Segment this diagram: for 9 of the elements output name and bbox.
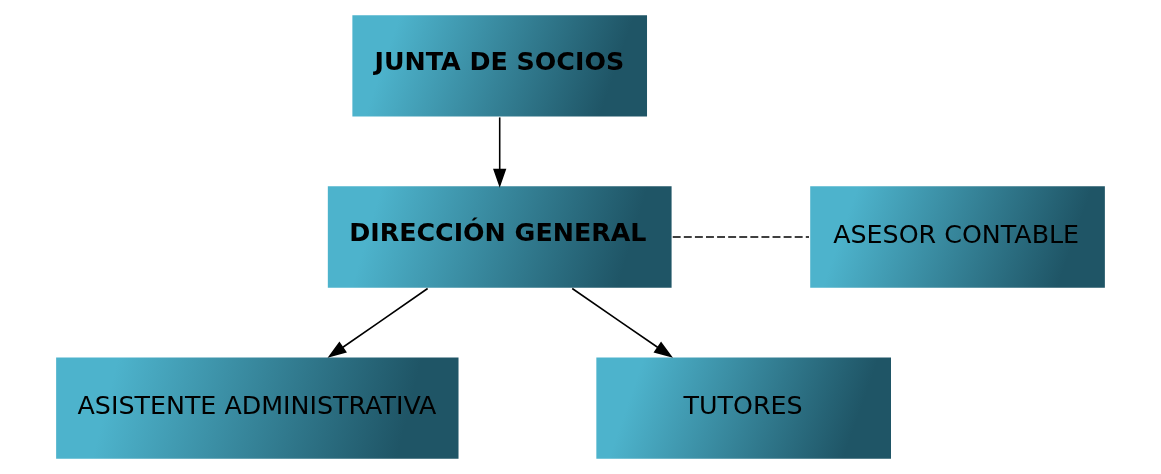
arrow: [327, 287, 429, 358]
arrow: [571, 287, 673, 358]
node-box: DIRECCIÓN GENERAL: [326, 184, 674, 290]
node-box: TUTORES: [594, 355, 893, 461]
connector: [671, 236, 810, 238]
arrow: [493, 116, 507, 188]
node-box: ASISTENTE ADMINISTRATIVA: [54, 355, 461, 461]
node-box: JUNTA DE SOCIOS: [350, 13, 649, 119]
node-box: ASESOR CONTABLE: [808, 184, 1107, 290]
